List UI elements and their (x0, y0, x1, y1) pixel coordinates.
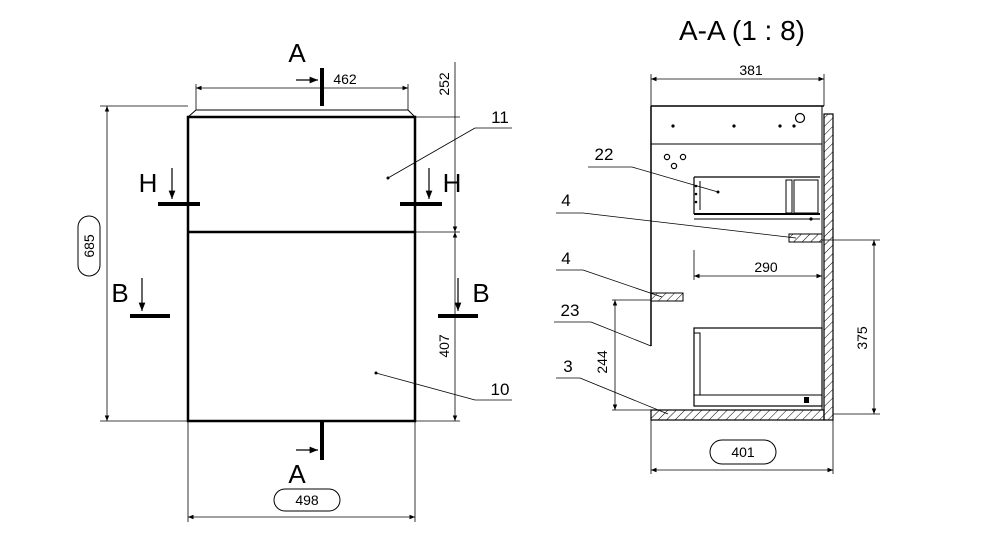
callout-4-lower-label: 4 (561, 249, 570, 268)
section-letter-h-right: H (443, 168, 462, 198)
callout-4-lower: 4 (556, 249, 663, 298)
section-mark-b-left: B (111, 278, 170, 318)
callout-3-label: 3 (563, 357, 572, 376)
section-letter-h-left: H (139, 168, 158, 198)
section-letter-a-bottom: A (288, 459, 306, 489)
callout-3: 3 (556, 357, 669, 415)
section-view: A-A (1 : 8) (554, 15, 880, 474)
dimension-shelf-width: 290 (693, 250, 822, 280)
callout-10: 10 (374, 371, 512, 401)
callout-22: 22 (588, 145, 720, 194)
dimension-top-width: 462 (195, 71, 409, 110)
front-view: 462 A A H H B (77, 38, 512, 522)
dimension-section-top-width: 381 (650, 62, 825, 106)
section-mark-b-right: B (438, 278, 490, 318)
dimension-lower-height-value: 407 (436, 334, 452, 358)
dimension-bottom-width-box (709, 439, 777, 465)
upper-drawer-box (693, 176, 820, 221)
dimension-right-height-value: 375 (854, 326, 870, 350)
back-wall (823, 113, 834, 421)
dimension-bottom-width: 401 (650, 420, 834, 474)
bottom-panel (650, 409, 825, 421)
dimension-total-height: 685 (77, 105, 188, 422)
upper-shelf-piece (788, 233, 823, 243)
dimension-bottom-width-value: 401 (731, 444, 755, 460)
dimension-left-height: 244 (594, 299, 651, 411)
section-letter-a-top: A (288, 38, 306, 68)
dimension-right-height: 375 (822, 239, 880, 415)
callout-23: 23 (554, 301, 652, 347)
callout-4-upper-label: 4 (561, 191, 570, 210)
callout-11-label: 11 (491, 108, 509, 127)
dimension-top-width-value: 462 (333, 71, 357, 87)
section-mark-h-right: H (400, 168, 462, 206)
dimension-total-height-box (77, 215, 101, 277)
lower-drawer-box (693, 327, 823, 407)
callout-23-label: 23 (561, 301, 580, 320)
dimension-total-height-value: 685 (81, 234, 97, 258)
dimension-lower-height: 407 (415, 232, 460, 422)
cabinet-outline (186, 115, 417, 423)
section-title: A-A (1 : 8) (679, 15, 805, 46)
section-mark-a-bottom: A (288, 422, 324, 489)
callout-4-upper: 4 (556, 191, 797, 239)
section-letter-b-right: B (472, 278, 489, 308)
dimension-section-top-width-value: 381 (739, 62, 763, 78)
dimension-shelf-width-value: 290 (754, 259, 778, 275)
dimension-top-height: 252 (415, 62, 460, 233)
lower-shelf-piece (650, 292, 684, 302)
callout-22-label: 22 (595, 145, 614, 164)
dimension-total-width-box (273, 488, 341, 512)
dimension-top-height-value: 252 (436, 72, 452, 96)
section-letter-b-left: B (111, 278, 128, 308)
callout-10-label: 10 (491, 380, 510, 399)
section-mark-h-left: H (139, 168, 200, 206)
dimension-total-width-value: 498 (295, 492, 319, 508)
section-mark-a-top: A (288, 38, 324, 106)
callout-11: 11 (386, 108, 512, 180)
dimension-left-height-value: 244 (594, 350, 610, 374)
dimension-total-width: 498 (187, 421, 416, 522)
